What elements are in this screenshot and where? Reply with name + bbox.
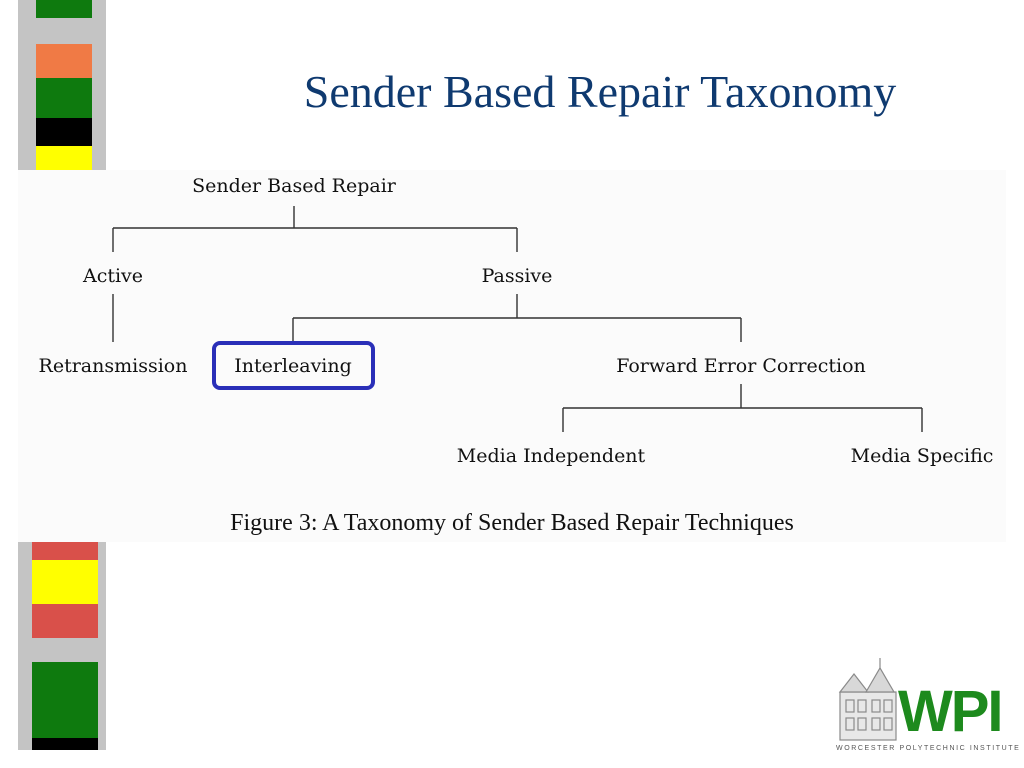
stripe-block-yellow xyxy=(36,146,92,170)
wpi-building-icon xyxy=(838,658,897,741)
stripe-block-green xyxy=(36,78,92,118)
node-media-specific: Media Specific xyxy=(850,445,994,467)
stripe-block-red xyxy=(32,542,98,560)
stripe-block-orange xyxy=(36,44,92,78)
wpi-logo: WPI WORCESTER POLYTECHNIC INSTITUTE xyxy=(836,654,1021,758)
wpi-logo-text: WPI xyxy=(898,679,1004,744)
stripe-block-black xyxy=(36,118,92,146)
node-interleaving: Interleaving xyxy=(234,355,352,377)
taxonomy-tree-lines xyxy=(112,206,923,432)
slide-title: Sender Based Repair Taxonomy xyxy=(303,66,897,117)
taxonomy-figure: Sender Based Repair Active Passive Retra… xyxy=(18,170,1006,542)
wpi-logo-subtitle: WORCESTER POLYTECHNIC INSTITUTE xyxy=(836,745,1021,752)
node-passive: Passive xyxy=(481,265,553,287)
stripe-block-black xyxy=(32,738,98,750)
interleaving-highlight-box xyxy=(212,341,375,390)
node-media-independent: Media Independent xyxy=(456,445,646,467)
stripe-block-yellow xyxy=(32,560,98,604)
node-forward-error-correction: Forward Error Correction xyxy=(616,355,866,377)
node-active: Active xyxy=(82,265,144,287)
node-sender-based-repair: Sender Based Repair xyxy=(192,175,396,197)
stripe-block-green xyxy=(36,0,92,18)
stripe-block-red xyxy=(32,604,98,638)
stripe-block-green xyxy=(32,662,98,738)
node-retransmission: Retransmission xyxy=(38,355,188,377)
figure-caption: Figure 3: A Taxonomy of Sender Based Rep… xyxy=(230,510,794,536)
